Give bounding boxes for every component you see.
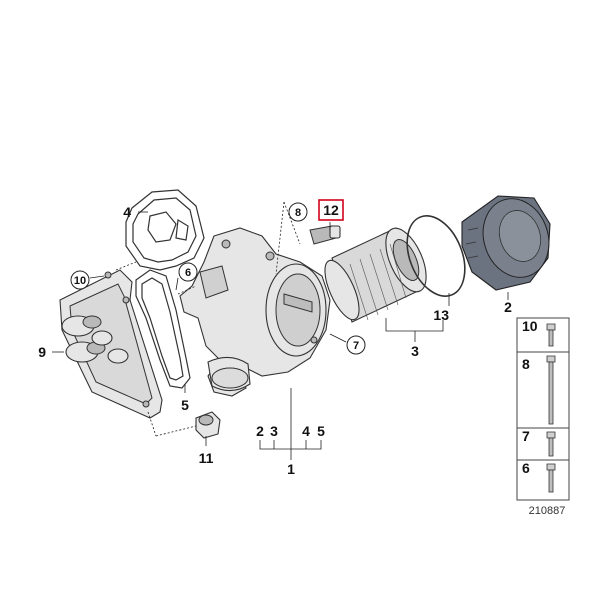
callout-sub-5: 5: [317, 423, 325, 439]
legend-label-8: 8: [522, 356, 530, 372]
callout-circle-6: [178, 262, 198, 282]
legend-item-8[interactable]: 8: [522, 355, 556, 425]
gasket-part-5[interactable]: [135, 269, 191, 389]
highlight-box-12: [318, 199, 344, 221]
legend-label-7: 7: [522, 428, 530, 444]
callout-9: 9: [38, 344, 46, 360]
legend-label-10: 10: [522, 318, 538, 334]
dashed-assembly-lines: [115, 201, 301, 437]
callout-circle-8: [288, 202, 308, 222]
callout-sub-4: 4: [302, 423, 310, 439]
callout-sub-2: 2: [256, 423, 264, 439]
callout-5: 5: [181, 397, 189, 413]
callout-labels: 4 10 9 6 5 11 8 12 7 13 3 2 2 3 4 5 1: [38, 199, 512, 477]
callout-7: 7: [353, 340, 359, 352]
legend-item-6[interactable]: 6: [522, 460, 556, 493]
legend-label-6: 6: [522, 460, 530, 476]
callout-11: 11: [199, 450, 214, 466]
oil-cooler-part-9[interactable]: [59, 269, 163, 419]
legend-item-7[interactable]: 7: [522, 428, 556, 457]
oil-filter-housing-part-1[interactable]: [179, 227, 331, 397]
legend-item-10[interactable]: 10: [522, 318, 556, 347]
fastener-legend: 10 8 7 6: [516, 317, 570, 501]
oil-filter-element-part-3[interactable]: [318, 222, 434, 324]
callout-12: 12: [323, 202, 339, 218]
callout-2: 2: [504, 299, 512, 315]
gasket-part-4[interactable]: [125, 189, 205, 271]
diagram-reference-number: 210887: [529, 505, 566, 517]
o-ring-part-13[interactable]: [396, 207, 476, 304]
callout-3: 3: [411, 343, 419, 359]
callout-circle-7: [346, 335, 366, 355]
callout-1: 1: [287, 461, 295, 477]
callout-4: 4: [123, 204, 131, 220]
plug-part-11[interactable]: [195, 411, 221, 439]
callout-6: 6: [185, 267, 191, 279]
callout-8: 8: [295, 207, 301, 219]
leader-lines: [52, 211, 509, 460]
callout-circle-10: [70, 270, 90, 290]
filter-cap-part-2[interactable]: [461, 190, 559, 291]
callout-13: 13: [433, 307, 449, 323]
callout-sub-3: 3: [270, 423, 278, 439]
oil-sensor-part-12[interactable]: [309, 225, 341, 245]
callout-10: 10: [74, 275, 86, 287]
